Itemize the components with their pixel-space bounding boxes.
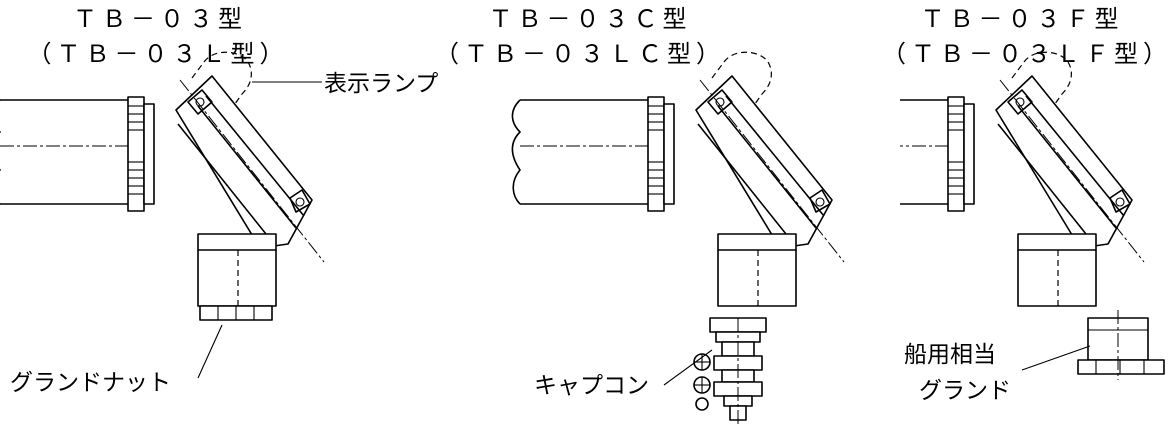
- callout-lamp: 表示ランプ: [324, 71, 438, 97]
- device-drawing-2: [511, 51, 845, 307]
- figure-3-subtitle: （ＴＢ－０３ＬＦ型）: [882, 40, 1172, 68]
- figure-2-title: ＴＢ－０３Ｃ型: [489, 5, 692, 33]
- device-drawing-3: [900, 51, 1145, 307]
- figure-3-title: ＴＢ－０３Ｆ型: [921, 5, 1124, 33]
- device-drawing-1: [0, 51, 325, 307]
- leader-capcon: [663, 349, 713, 386]
- figure-2: ＴＢ－０３Ｃ型 （ＴＢ－０３ＬＣ型） キャプコン: [435, 5, 845, 425]
- figure-1-subtitle: （ＴＢ－０３Ｌ型）: [28, 40, 289, 68]
- figure-3: ＴＢ－０３Ｆ型 （ＴＢ－０３ＬＦ型） 船用相当 グランド: [882, 5, 1172, 404]
- leader-gland-nut: [197, 324, 223, 379]
- callout-gland-nut: グランドナット: [10, 370, 171, 396]
- callout-marine: 船用相当: [904, 342, 996, 368]
- gland-nut-shape: [199, 305, 273, 321]
- leader-marine-gland: [1021, 345, 1091, 371]
- figure-2-subtitle: （ＴＢ－０３ＬＣ型）: [435, 40, 725, 68]
- capcon-shape: [693, 317, 767, 425]
- figure-1: ＴＢ－０３型 （ＴＢ－０３Ｌ型） 表示ランプ グランドナット: [0, 5, 438, 396]
- callout-capcon: キャプコン: [534, 373, 649, 399]
- figure-1-title: ＴＢ－０３型: [73, 5, 247, 33]
- marine-gland-shape: [1077, 310, 1165, 380]
- callout-gland: グランド: [919, 378, 1011, 404]
